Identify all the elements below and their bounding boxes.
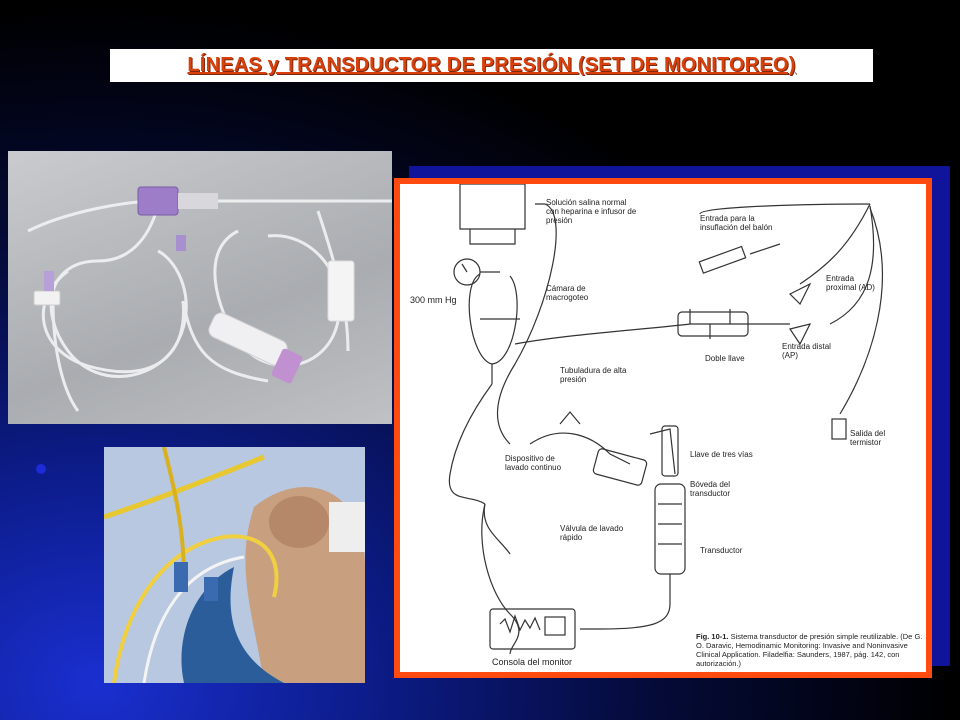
label-solucion: Solución salina normal con heparina e in… (546, 198, 637, 225)
caption-fig: Fig. 10-1. (696, 632, 729, 641)
label-dispositivo: Dispositivo de lavado continuo (505, 454, 562, 472)
label-llave-tres-vias: Llave de tres vías (690, 450, 753, 459)
slide-title: LÍNEAS y TRANSDUCTOR DE PRESIÓN (SET DE … (187, 54, 796, 76)
label-entrada-distal: Entrada distal (AP) (782, 342, 831, 360)
label-mmhg: 300 mm Hg (410, 295, 457, 305)
diagram-drawing (448, 184, 883, 655)
label-camara: Cámara de macrogoteo (546, 284, 589, 302)
label-salida-termistor: Salida del termistor (850, 429, 886, 447)
tubing-set-photo (8, 151, 392, 424)
title-banner: LÍNEAS y TRANSDUCTOR DE PRESIÓN (SET DE … (110, 49, 873, 82)
tubing-set-illustration (27, 186, 392, 412)
diagram-frame: Solución salina normal con heparina e in… (394, 178, 932, 678)
label-transductor: Transductor (700, 546, 743, 555)
label-tubuladura: Tubuladura de alta presión (560, 366, 627, 384)
patient-illustration (104, 447, 365, 683)
label-entrada-proximal: Entrada proximal (AD) (826, 274, 875, 292)
label-valvula: Válvula de lavado rápido (560, 524, 624, 542)
caption-text: Sistema transductor de presión simple re… (696, 632, 923, 668)
label-doble-llave: Doble llave (705, 354, 745, 363)
label-boveda: Bóveda del transductor (690, 480, 731, 498)
slide-bullet (36, 464, 46, 474)
diagram-caption: Fig. 10-1. Sistema transductor de presió… (696, 632, 926, 668)
label-entrada-balon: Entrada para la insuflación del balón (700, 214, 773, 232)
pressure-system-diagram: Solución salina normal con heparina e in… (400, 184, 926, 672)
label-consola: Consola del monitor (492, 657, 573, 667)
patient-photo (104, 447, 365, 683)
